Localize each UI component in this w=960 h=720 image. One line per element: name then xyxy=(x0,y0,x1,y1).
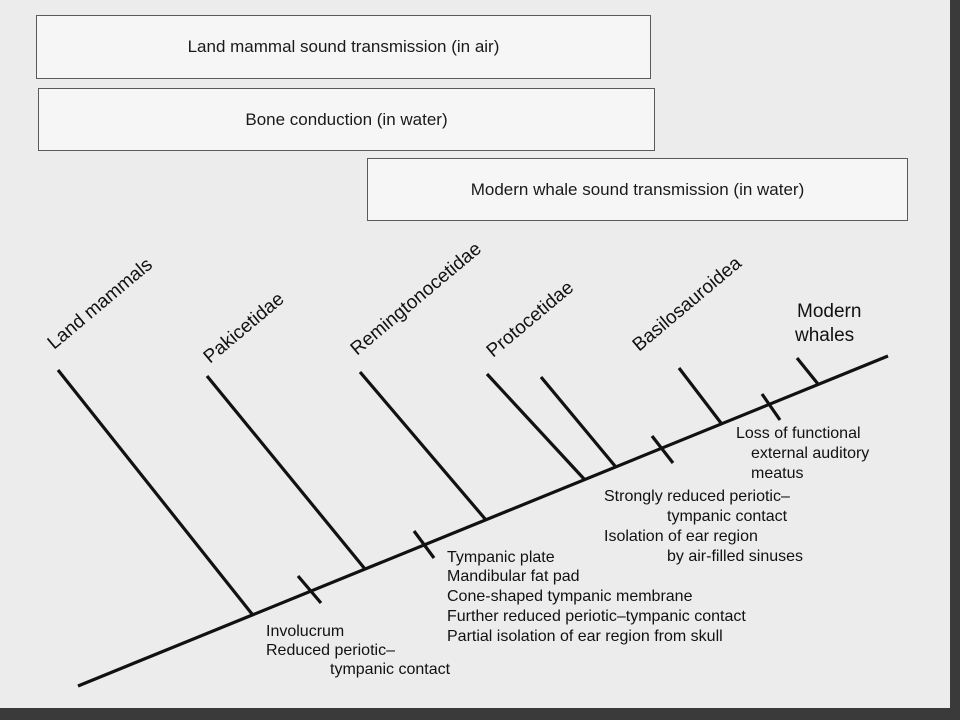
label-remingtonocetidae: Remingtonocetidae xyxy=(347,239,486,360)
note-loss-line3: meatus xyxy=(751,465,803,482)
box-label: Modern whale sound transmission (in wate… xyxy=(470,179,805,199)
note-strongly-reduced-line1: Strongly reduced periotic– xyxy=(604,488,790,505)
box-modern-whale-transmission: Modern whale sound transmission (in wate… xyxy=(367,158,908,221)
tick-loss-meatus xyxy=(760,393,782,421)
label-modern-whales-line1: Modern xyxy=(797,301,861,322)
note-strongly-reduced-line2: tympanic contact xyxy=(667,508,788,525)
branch-protocetidae xyxy=(485,372,587,482)
main-stem xyxy=(77,354,889,688)
note-isolation-line2: by air-filled sinuses xyxy=(667,548,803,565)
box-label: Land mammal sound transmission (in air) xyxy=(187,37,500,56)
note-tympanic-plate: Tympanic plate xyxy=(447,549,555,566)
box-label: Bone conduction (in water) xyxy=(245,109,448,129)
box-bone-conduction: Bone conduction (in water) xyxy=(38,88,655,151)
branch-pakicetidae xyxy=(205,374,367,571)
note-involucrum: Involucrum xyxy=(266,623,344,640)
label-pakicetidae: Pakicetidae xyxy=(200,289,289,368)
tick-involucrum xyxy=(296,574,323,605)
tick-tympanic-plate xyxy=(412,530,436,559)
box-land-mammal-air-transmission: Land mammal sound transmission (in air) xyxy=(36,15,651,79)
label-modern-whales-line2: whales xyxy=(794,325,854,346)
note-isolation-line1: Isolation of ear region xyxy=(604,528,758,545)
slide-canvas: Land mammal sound transmission (in air) … xyxy=(0,0,950,708)
label-basilosauroidea: Basilosauroidea xyxy=(629,253,746,356)
label-protocetidae: Protocetidae xyxy=(483,277,578,362)
note-partial-isolation: Partial isolation of ear region from sku… xyxy=(447,628,723,645)
note-mandibular-fat-pad: Mandibular fat pad xyxy=(447,568,580,585)
note-further-reduced: Further reduced periotic–tympanic contac… xyxy=(447,608,746,625)
branch-basilosauroidea xyxy=(677,367,723,424)
note-loss-line2: external auditory xyxy=(751,445,869,462)
branch-land-mammals xyxy=(56,369,254,615)
note-loss-line1: Loss of functional xyxy=(736,425,861,442)
cladogram: Land mammals Pakicetidae Remingtonocetid… xyxy=(44,239,889,688)
note-reduced-line2: tympanic contact xyxy=(330,661,451,678)
note-reduced-line1: Reduced periotic– xyxy=(266,642,395,659)
label-land-mammals: Land mammals xyxy=(44,254,157,354)
branch-remingtonocetidae xyxy=(358,370,488,522)
branch-protocetidae-2 xyxy=(539,375,617,468)
tick-strongly-reduced xyxy=(650,435,675,464)
branch-modern-whales xyxy=(795,356,820,386)
note-cone-shaped-membrane: Cone-shaped tympanic membrane xyxy=(447,588,693,605)
